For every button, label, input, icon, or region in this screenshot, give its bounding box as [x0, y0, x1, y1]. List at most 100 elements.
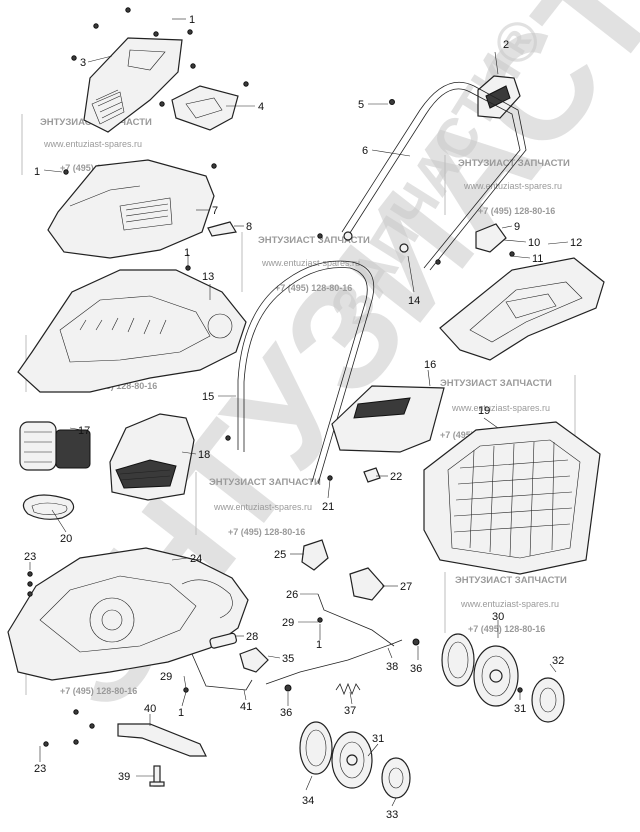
callout-29b: 29	[160, 671, 172, 683]
part-lever-35	[239, 647, 269, 673]
part-motor-housing-upper	[47, 159, 215, 259]
part-bracket	[171, 85, 239, 131]
callout-4: 4	[258, 101, 264, 113]
watermark-website: www.entuziast-spares.ru	[43, 139, 142, 149]
callout-31: 31	[514, 703, 526, 715]
part-small-plate	[207, 221, 237, 237]
callout-35: 35	[282, 653, 294, 665]
watermark-company: ЭНТУЗИАСТ ЗАПЧАСТИ	[209, 477, 321, 488]
watermark-website: www.entuziast-spares.ru	[451, 403, 550, 413]
callout-40: 40	[144, 703, 156, 715]
part-rear-wheel	[441, 633, 565, 723]
watermark-phone: +7 (495) 128-80-16	[80, 381, 157, 391]
callout-37: 37	[344, 705, 356, 717]
watermark-website: www.entuziast-spares.ru	[460, 599, 559, 609]
callout-32: 32	[552, 655, 564, 667]
part-spring-37	[335, 682, 361, 696]
callout-34: 34	[302, 795, 314, 807]
callout-1: 1	[189, 14, 195, 26]
part-grass-box	[423, 421, 601, 575]
part-height-lever	[349, 567, 385, 601]
part-upper-handle	[341, 81, 527, 271]
part-motor	[19, 421, 91, 471]
part-handle-clamp	[475, 223, 507, 253]
callout-9: 9	[514, 221, 520, 233]
part-spring-28	[209, 632, 237, 649]
callout-17: 17	[78, 425, 90, 437]
callout-1e: 1	[178, 707, 184, 719]
part-clip-22	[363, 467, 381, 483]
watermark-company: ЭНТУЗИАСТ ЗАПЧАСТИ	[258, 235, 370, 246]
callout-27: 27	[400, 581, 412, 593]
screw-set	[27, 7, 523, 747]
callout-1b: 1	[34, 166, 40, 178]
part-bracket-25	[301, 539, 329, 571]
part-motor-cover	[109, 413, 195, 501]
callout-24: 24	[190, 553, 202, 565]
callout-39: 39	[118, 771, 130, 783]
callout-25: 25	[274, 549, 286, 561]
callout-13: 13	[202, 271, 214, 283]
leader-lines	[29, 18, 569, 807]
part-front-wheel	[299, 721, 411, 799]
watermark-box-6: ЭНТУЗИАСТ ЗАПЧАСТИ www.entuziast-spares.…	[195, 472, 321, 537]
callout-15: 15	[202, 391, 214, 403]
callout-14: 14	[408, 295, 420, 307]
callout-22: 22	[390, 471, 402, 483]
callout-23: 23	[24, 551, 36, 563]
watermark-box-7: ЭНТУЗИАСТ ЗАПЧАСТИ www.entuziast-spares.…	[444, 572, 567, 634]
watermark-phone: +7 (495) 128-80-16	[478, 206, 555, 216]
part-top-cover	[83, 37, 183, 133]
callout-19: 19	[478, 405, 490, 417]
watermark-company: ЭНТУЗИАСТ ЗАПЧАСТИ	[455, 575, 567, 586]
callout-7: 7	[212, 205, 218, 217]
part-deck	[7, 547, 249, 681]
callout-26: 26	[286, 589, 298, 601]
callout-30: 30	[492, 611, 504, 623]
callout-18: 18	[198, 449, 210, 461]
part-switch-box	[477, 75, 521, 119]
callout-28: 28	[246, 631, 258, 643]
watermark-company: ЭНТУЗИАСТ ЗАПЧАСТИ	[458, 158, 570, 169]
watermark-phone: +7 (495) 128-80-16	[468, 624, 545, 634]
callout-labels: 1 2 3 4 5 6 1 7 8 9 10 11 12 1 13 14 15 …	[24, 14, 582, 821]
callout-20: 20	[60, 533, 72, 545]
part-chassis-frame	[17, 269, 247, 393]
callout-6: 6	[362, 145, 368, 157]
callout-1c: 1	[184, 247, 190, 259]
watermark-website: www.entuziast-spares.ru	[463, 181, 562, 191]
callout-11: 11	[532, 253, 543, 265]
callout-8: 8	[246, 221, 252, 233]
watermark-phone: +7 (495) 128-80-16	[228, 527, 305, 537]
callout-29: 29	[282, 617, 294, 629]
callout-1d: 1	[316, 639, 322, 651]
callout-3: 3	[80, 57, 86, 69]
callout-33: 33	[386, 809, 398, 821]
part-blade	[117, 723, 207, 757]
part-height-bar-38	[265, 639, 403, 685]
callout-2: 2	[503, 39, 509, 51]
watermark-website: www.entuziast-spares.ru	[261, 258, 360, 268]
part-axle-rod-41	[191, 653, 253, 691]
watermark-phone: +7 (495) 128-80-16	[275, 283, 352, 293]
callout-41: 41	[240, 701, 252, 713]
part-handle-bolts	[343, 231, 409, 253]
callout-23b: 23	[34, 763, 46, 775]
watermark-box-2: ЭНТУЗИАСТ ЗАПЧАСТИ www.entuziast-spares.…	[444, 155, 570, 216]
watermark-phone: +7 (495) 128-80-16	[60, 686, 137, 696]
watermark-website: www.entuziast-spares.ru	[213, 502, 312, 512]
callout-36b: 36	[280, 707, 292, 719]
watermark-company: ЭНТУЗИАСТ ЗАПЧАСТИ	[440, 378, 552, 389]
part-height-rod	[317, 593, 395, 647]
callout-10: 10	[528, 237, 540, 249]
callout-16: 16	[424, 359, 436, 371]
callout-5: 5	[358, 99, 364, 111]
callout-12: 12	[570, 237, 582, 249]
part-belt	[22, 494, 75, 520]
callout-36: 36	[410, 663, 422, 675]
callout-31b: 31	[372, 733, 384, 745]
part-lower-handle	[237, 260, 375, 485]
callout-38: 38	[386, 661, 398, 673]
callout-21: 21	[322, 501, 334, 513]
